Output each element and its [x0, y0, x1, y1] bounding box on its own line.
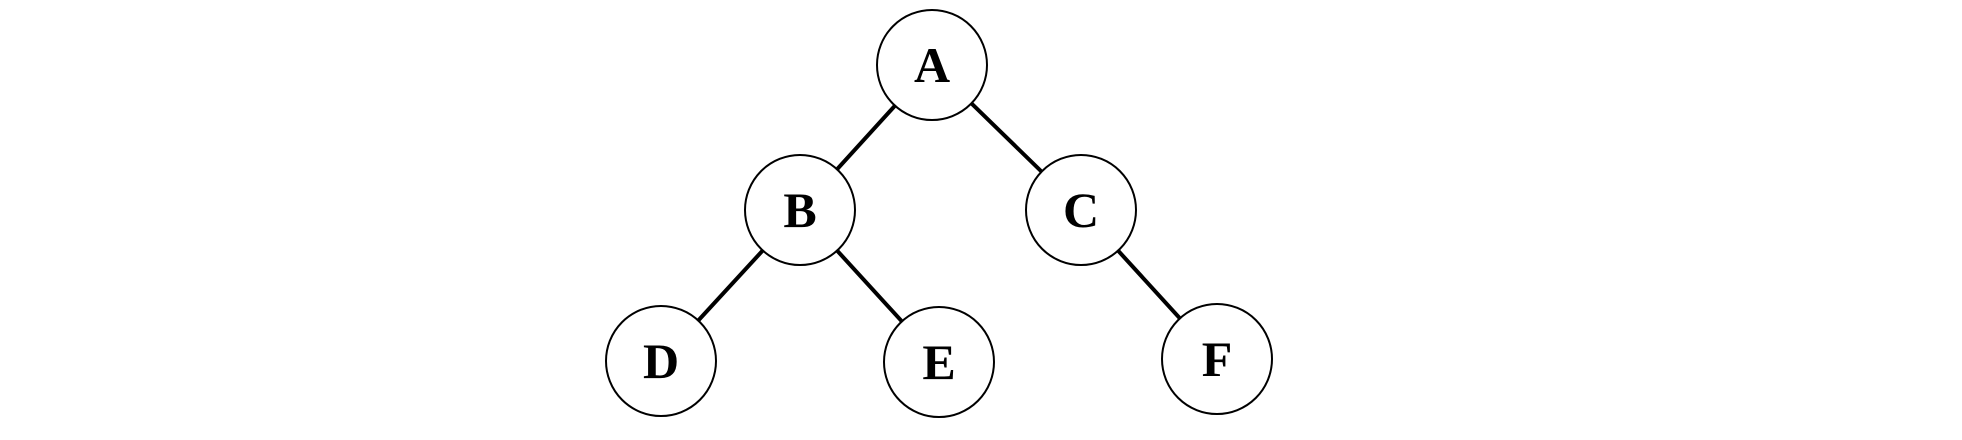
tree-node-label-b: B [783, 182, 816, 238]
tree-node-label-f: F [1202, 331, 1233, 387]
tree-node-f: F [1161, 303, 1273, 415]
tree-node-d: D [605, 305, 717, 417]
tree-node-circle-c [1025, 154, 1137, 266]
tree-node-circle-b [744, 154, 856, 266]
tree-node-b: B [744, 154, 856, 266]
tree-node-circle-d [605, 305, 717, 417]
tree-node-label-a: A [914, 37, 950, 93]
tree-node-label-d: D [643, 333, 679, 389]
tree-node-a: A [876, 9, 988, 121]
tree-node-label-e: E [922, 334, 955, 390]
tree-nodes-layer: A B C D E F [605, 9, 1273, 418]
tree-node-c: C [1025, 154, 1137, 266]
tree-node-circle-a [876, 9, 988, 121]
tree-node-circle-f [1161, 303, 1273, 415]
tree-node-circle-e [883, 306, 995, 418]
tree-node-label-c: C [1063, 182, 1099, 238]
tree-node-e: E [883, 306, 995, 418]
